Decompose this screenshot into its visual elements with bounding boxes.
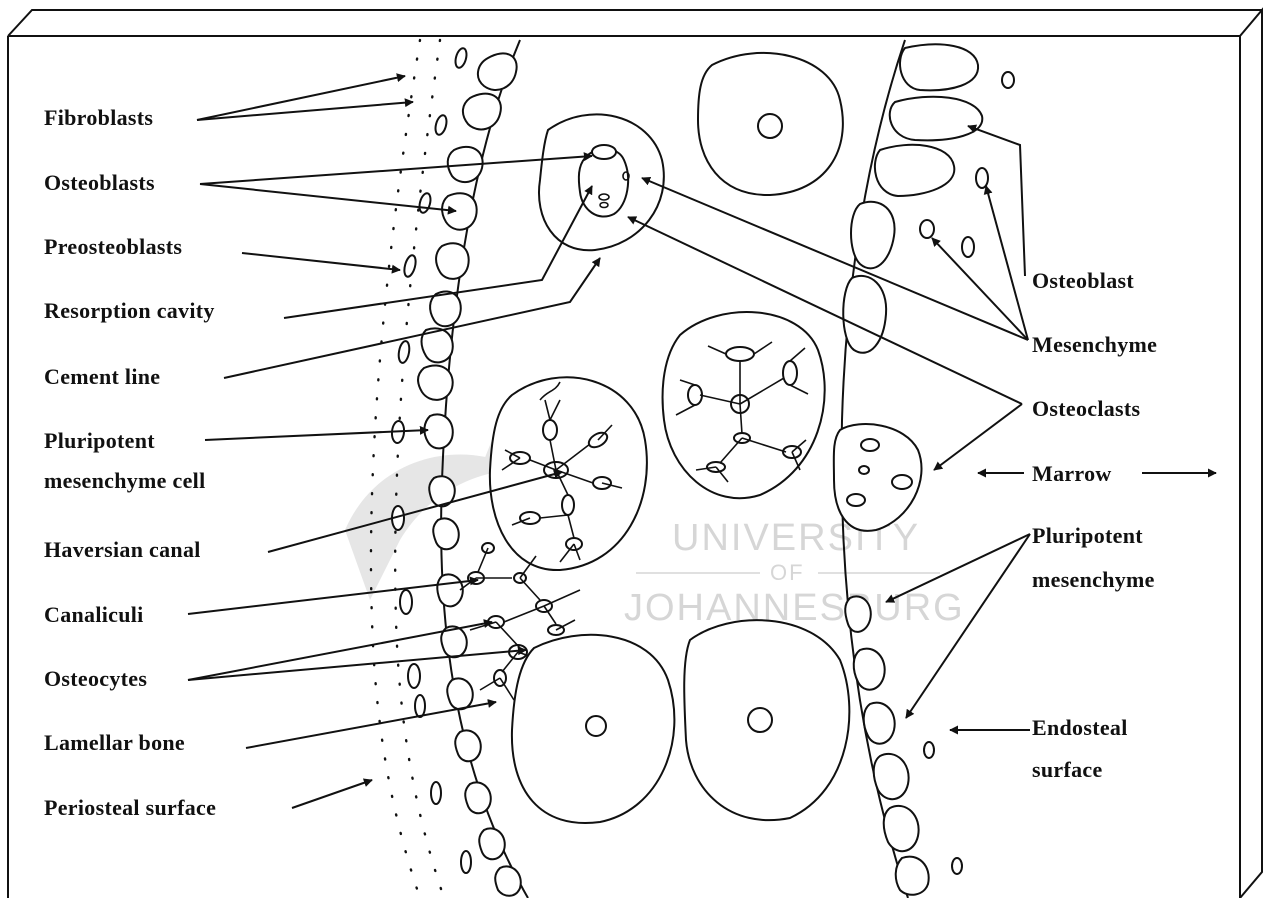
label-haversian-canal: Haversian canal: [44, 537, 201, 562]
label-lamellar-bone: Lamellar bone: [44, 730, 185, 755]
watermark-line2: OF: [770, 560, 805, 585]
label-resorption-cavity: Resorption cavity: [44, 298, 215, 323]
osteon-bottom-right: [684, 620, 849, 820]
label-mesenchyme-right: mesenchyme: [1032, 567, 1155, 592]
label-mesenchyme: Mesenchyme: [1032, 332, 1157, 357]
left-labels: Fibroblasts Osteoblasts Preosteoblasts R…: [44, 105, 216, 820]
label-osteocytes: Osteocytes: [44, 666, 147, 691]
label-fibroblasts: Fibroblasts: [44, 105, 153, 130]
label-osteoblasts: Osteoblasts: [44, 170, 155, 195]
label-cement-line: Cement line: [44, 364, 160, 389]
label-mesenchyme-cell: mesenchyme cell: [44, 468, 206, 493]
osteon-right: [663, 312, 825, 498]
label-marrow: Marrow: [1032, 461, 1112, 486]
label-pluripotent: Pluripotent: [44, 428, 155, 453]
label-surface: surface: [1032, 757, 1103, 782]
label-preosteoblasts: Preosteoblasts: [44, 234, 182, 259]
right-surface-cells: [834, 44, 1014, 894]
osteon-left: [490, 377, 647, 570]
osteon-top: [698, 53, 843, 195]
watermark-line3: JOHANNESBURG: [624, 587, 965, 629]
label-osteoblast: Osteoblast: [1032, 268, 1134, 293]
label-canaliculi: Canaliculi: [44, 602, 144, 627]
label-pluripotent-right: Pluripotent: [1032, 523, 1143, 548]
resorbing-osteon: [539, 114, 664, 250]
label-endosteal: Endosteal: [1032, 715, 1128, 740]
right-labels: Osteoblast Mesenchyme Osteoclasts Marrow…: [1032, 268, 1157, 782]
osteon-bottom-left: [512, 635, 674, 823]
label-periosteal-surface: Periosteal surface: [44, 795, 216, 820]
label-osteoclasts: Osteoclasts: [1032, 396, 1141, 421]
